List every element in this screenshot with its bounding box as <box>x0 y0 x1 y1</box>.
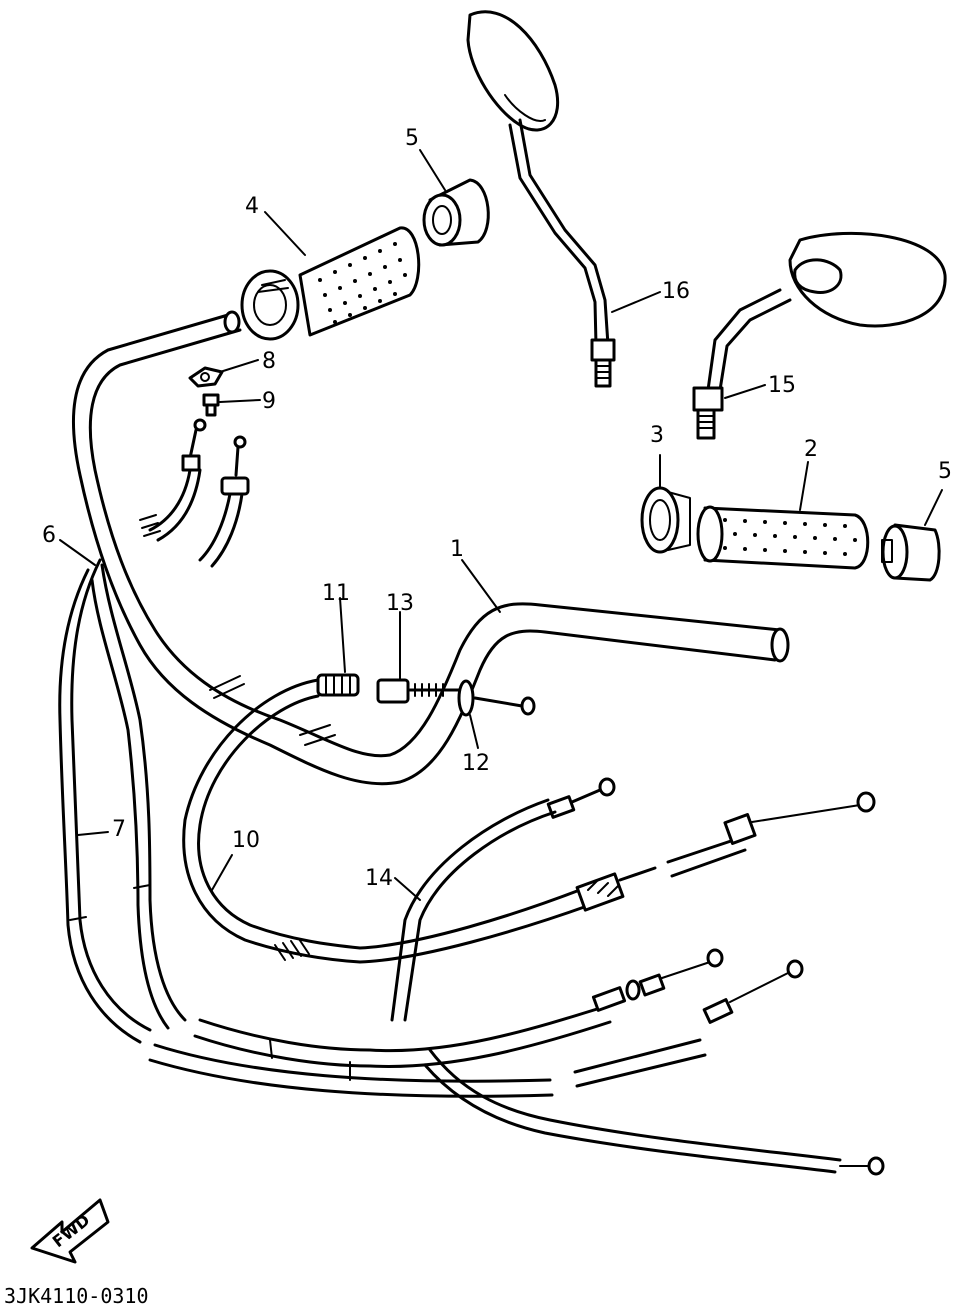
clamp-part-8 <box>188 366 224 388</box>
left-mirror-part <box>466 10 616 388</box>
leader-lines <box>59 149 943 901</box>
callout-9: 9 <box>262 389 276 414</box>
callout-10: 10 <box>232 828 260 853</box>
callout-6: 6 <box>42 523 56 548</box>
callout-5-top: 5 <box>405 126 419 151</box>
callout-labels: 5 4 16 8 15 9 3 2 5 6 1 11 13 12 7 10 14 <box>42 126 952 891</box>
cable-part-14 <box>390 777 616 1022</box>
throttle-cable-ends <box>148 418 250 568</box>
lower-cables <box>423 948 885 1176</box>
callout-11: 11 <box>322 581 350 606</box>
clutch-cable-part <box>182 678 876 964</box>
callout-13: 13 <box>386 591 414 616</box>
throttle-grip-part <box>240 226 421 341</box>
collar-part <box>640 486 691 554</box>
callout-16: 16 <box>662 279 690 304</box>
callout-14: 14 <box>365 866 393 891</box>
callout-12: 12 <box>462 751 490 776</box>
callout-4: 4 <box>245 194 259 219</box>
screw-part-9 <box>202 393 220 417</box>
right-mirror-part <box>692 231 947 440</box>
callout-8: 8 <box>262 349 276 374</box>
callout-2: 2 <box>804 437 818 462</box>
cable-adjuster-parts <box>316 673 536 717</box>
fwd-arrow: FWD <box>30 1198 110 1264</box>
callout-5-right: 5 <box>938 459 952 484</box>
callout-7: 7 <box>112 817 126 842</box>
callout-1: 1 <box>450 537 464 562</box>
callout-15: 15 <box>768 373 796 398</box>
diagram-code: 3JK4110-0310 <box>4 1284 149 1308</box>
handlebar-part <box>72 310 790 786</box>
bar-end-weight-top <box>422 178 490 247</box>
callout-3: 3 <box>650 423 664 448</box>
left-grip-part <box>696 505 870 570</box>
bar-end-weight-right <box>881 523 941 582</box>
